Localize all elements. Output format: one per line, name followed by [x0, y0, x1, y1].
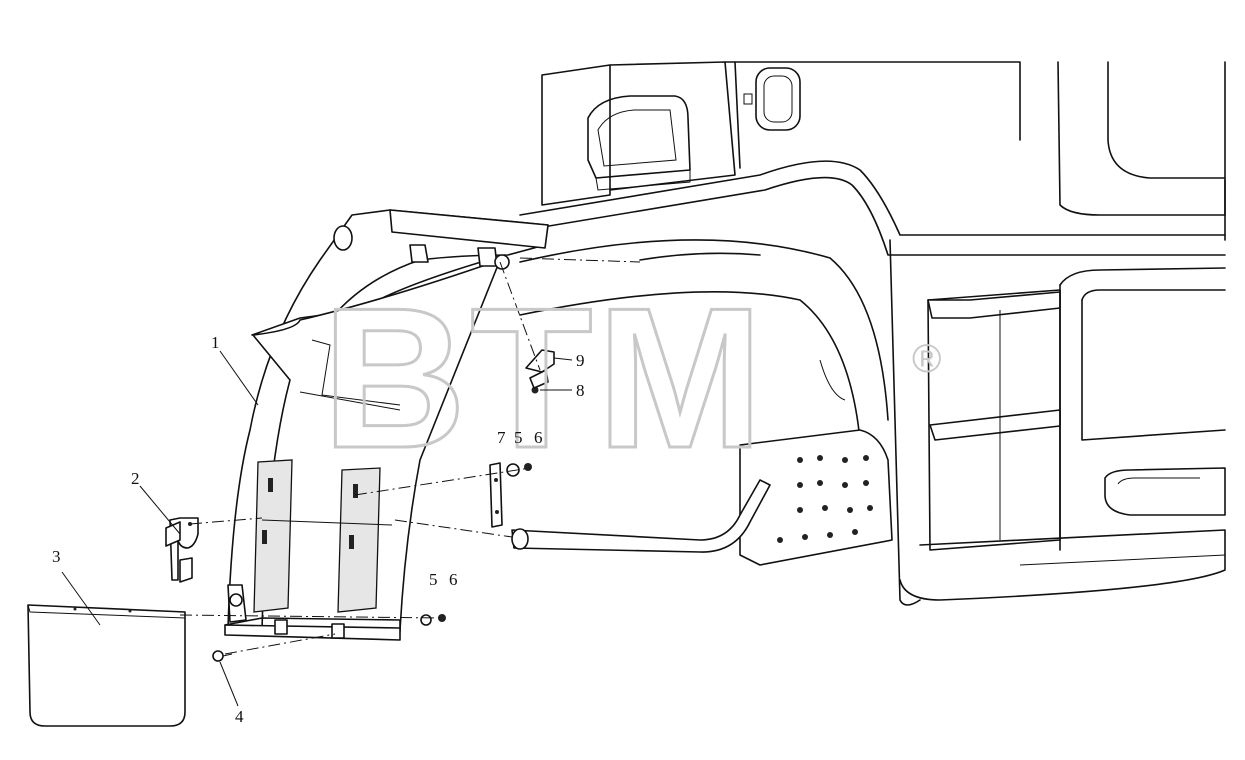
watermark: BTM ®	[321, 266, 942, 492]
assembly-lines	[179, 257, 641, 655]
callout-5-upper: 5	[514, 428, 523, 447]
callout-labels: 1 2 3 4 5 6 5 6 7 8 9	[52, 333, 585, 726]
callout-7: 7	[497, 428, 506, 447]
callout-8: 8	[576, 381, 585, 400]
watermark-text: BTM	[322, 267, 767, 490]
leader-lines	[61, 350, 573, 707]
hardware	[212, 349, 555, 662]
callout-1: 1	[211, 333, 220, 352]
callout-2: 2	[131, 469, 140, 488]
watermark-registered-mark: ®	[912, 337, 941, 381]
callout-9: 9	[576, 351, 585, 370]
callout-3: 3	[52, 547, 61, 566]
mud-flap-part-3	[27, 604, 186, 727]
callout-4: 4	[235, 707, 244, 726]
cab-body	[511, 61, 1226, 606]
mudguard-part-1	[224, 209, 549, 641]
callout-6-lower: 6	[449, 570, 458, 589]
clamp-part-2	[165, 517, 199, 583]
callout-5-lower: 5	[429, 570, 438, 589]
callout-6-upper: 6	[534, 428, 543, 447]
